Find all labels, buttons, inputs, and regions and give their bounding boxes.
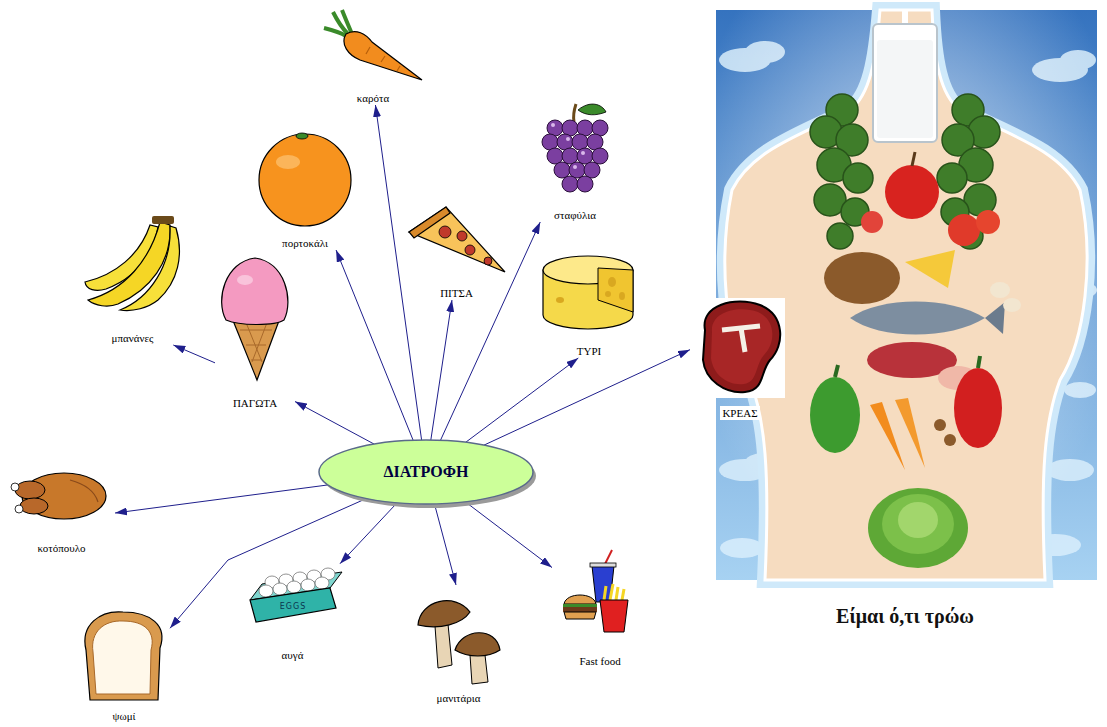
connector-arrow	[295, 402, 374, 445]
food-label: αυγά	[282, 648, 304, 662]
connector-arrow	[115, 485, 328, 513]
food-node: αυγά	[245, 562, 340, 662]
ice-cream-icon	[222, 258, 288, 380]
food-label: ΠΙΤΣΑ	[440, 286, 473, 300]
food-node: ΠΑΓΩΤΑ	[215, 245, 295, 410]
food-node: πορτοκάλι	[255, 120, 355, 250]
connector-arrow	[340, 503, 397, 564]
connector-arrow	[431, 300, 452, 440]
food-label: ΤΥΡΙ	[577, 344, 601, 358]
connector-arrow	[465, 502, 552, 568]
bread-icon	[85, 612, 162, 700]
carton-text: EGGS	[280, 602, 307, 611]
figure-caption: Είμαι ό,τι τρώω	[836, 605, 974, 628]
food-label: ψωμί	[113, 709, 136, 723]
connector-arrow	[375, 105, 421, 440]
steak-icon	[692, 298, 785, 398]
connector-arrow	[440, 222, 540, 440]
food-label: ΚΡΕΑΣ	[720, 406, 759, 420]
banana-icon	[85, 216, 179, 311]
fast-food-icon	[563, 550, 628, 632]
food-node: Fast food	[552, 555, 648, 668]
food-label: μπανάνες	[112, 331, 154, 345]
food-node: ΠΙΤΣΑ	[408, 203, 505, 300]
food-node: καρότα	[318, 5, 428, 105]
food-node: σταφύλια	[535, 100, 615, 222]
cheese-icon	[543, 256, 633, 329]
body-poster	[716, 10, 1097, 580]
connector-arrow	[170, 499, 366, 629]
central-ellipse: ΔΙΑΤΡΟΦΗ	[313, 434, 539, 510]
food-label: καρότα	[357, 91, 389, 105]
food-label: σταφύλια	[554, 208, 596, 222]
connector-arrow	[173, 345, 215, 363]
food-node: ψωμί	[78, 605, 170, 723]
connector-arrow	[434, 504, 456, 585]
mushroom-icon	[418, 601, 500, 684]
egg-carton-icon	[250, 568, 342, 622]
food-label: πορτοκάλι	[282, 236, 328, 250]
food-node: μανιτάρια	[412, 585, 505, 705]
food-node: μπανάνες	[75, 215, 190, 345]
food-node: ΚΡΕΑΣ	[690, 295, 790, 420]
grapes-icon	[542, 104, 608, 192]
food-label: μανιτάρια	[437, 691, 481, 705]
connector-arrow	[484, 350, 690, 445]
central-title: ΔΙΑΤΡΟΦΗ	[384, 462, 469, 482]
food-node: κοτόπουλο	[8, 465, 115, 555]
chicken-icon	[11, 473, 106, 519]
food-label: κοτόπουλο	[37, 541, 85, 555]
connector-arrow	[336, 250, 413, 440]
ellipse-fill	[319, 440, 533, 504]
carrot-icon	[324, 10, 422, 80]
orange-icon	[259, 133, 351, 226]
food-node: ΤΥΡΙ	[538, 245, 640, 358]
food-label: ΠΑΓΩΤΑ	[233, 396, 277, 410]
food-label: Fast food	[579, 654, 620, 668]
pizza-icon	[409, 207, 505, 272]
connector-arrow	[466, 358, 579, 442]
